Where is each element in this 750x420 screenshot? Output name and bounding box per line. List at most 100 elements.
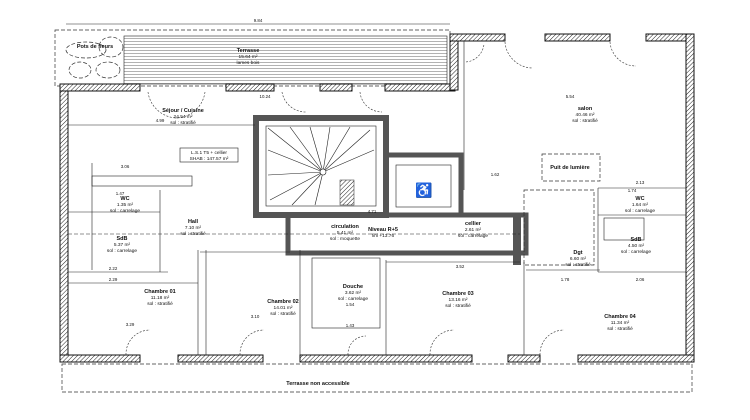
dimension-label: 2.13 (636, 180, 645, 185)
room-area: 5.37 m² (114, 242, 131, 248)
room-name: Puit de lumière (550, 165, 589, 171)
dimension-label: 4.99 (156, 118, 165, 123)
dimension-labels: 9.8410.244.995.543.061.472.222.293.293.1… (109, 18, 645, 328)
dimension-label: 3.10 (251, 314, 260, 319)
room-name: Chambre 01 (144, 289, 176, 295)
dimension-label: 3.06 (121, 164, 130, 169)
unit-summary-box: L.S.1 T5 + cellier SHAB : 147.57 m² (179, 147, 239, 163)
room-floor: sol : moquette (330, 236, 360, 242)
accessibility-icon: ♿ (415, 182, 432, 199)
room-name: Chambre 02 (267, 299, 299, 305)
dimension-label: 3.29 (126, 322, 135, 327)
cellier-wall (513, 215, 521, 265)
room-name: circulation (331, 224, 359, 230)
room-name: Douche (343, 284, 363, 290)
room-area: 6.60 m² (570, 256, 587, 262)
room-floor: sol : stratifié (170, 120, 196, 126)
level-elevation: fini +13.76 (372, 233, 395, 239)
room-floor: sol : stratifié (445, 303, 471, 309)
room-area: 1.35 m² (117, 202, 134, 208)
room-pots: Pots de fleurs (77, 44, 113, 50)
room-name: WC (120, 196, 129, 202)
room-area: 40.46 m² (576, 112, 595, 118)
room-name: salon (578, 106, 593, 112)
room-name: Séjour / Cuisine (162, 108, 204, 114)
exterior-walls (59, 33, 695, 363)
dimension-label: 5.54 (566, 94, 575, 99)
room-puits: Puit de lumière (550, 165, 589, 171)
level-label: Niveau R+5 fini +13.76 (368, 227, 398, 239)
dimension-label: 4.71 (368, 209, 377, 214)
spiral-stair (267, 126, 375, 206)
dimension-label: 1.47 (116, 191, 125, 196)
room-floor: sol : carrelage (107, 248, 137, 254)
dimension-label: 2.29 (109, 277, 118, 282)
room-name: Chambre 04 (604, 314, 636, 320)
room-floor: sol : stratifié (180, 231, 206, 237)
dimension-label: 2.06 (636, 277, 645, 282)
room-area: 14.01 m² (274, 305, 293, 311)
unit-title: L.S.1 T5 + cellier (191, 150, 227, 156)
room-name: WC (635, 196, 644, 202)
room-name: Terrasse non accessible (286, 381, 350, 387)
dimension-label: 1.43 (346, 323, 355, 328)
room-area: 2.61 m² (465, 227, 482, 233)
room-floor: sol : stratifié (607, 326, 633, 332)
room-name: Pots de fleurs (77, 44, 113, 50)
dimension-label: 1.62 (491, 172, 500, 177)
room-floor: sol : carrelage (110, 208, 140, 214)
room-area: 3.62 m² (345, 290, 362, 296)
room-area: 1.64 m² (632, 202, 649, 208)
dimension-label: 3.52 (456, 264, 465, 269)
room-area: 11.18 m² (151, 295, 170, 301)
room-floor: lames bois (237, 60, 261, 66)
room-area: 15.64 m² (239, 54, 258, 60)
room-name: Chambre 03 (442, 291, 474, 297)
room-name: Dgt (573, 250, 582, 256)
door-swings (125, 41, 637, 356)
room-floor: sol : carrelage (338, 296, 368, 302)
room-name: cellier (465, 221, 482, 227)
dimension-label: 1.78 (561, 277, 570, 282)
room-floor: sol : carrelage (625, 208, 655, 214)
room-name: SdB (117, 236, 128, 242)
room-area: 24.54 m² (174, 114, 193, 120)
room-area: 13.16 m² (449, 297, 468, 303)
interior-partitions (68, 41, 686, 355)
dimension-label: 2.22 (109, 266, 118, 271)
room-floor: sol : stratifié (565, 262, 591, 268)
stair-core: ♿ (253, 115, 464, 218)
room-area: 4.50 m² (628, 243, 645, 249)
room-floor: sol : stratifié (270, 311, 296, 317)
unit-shab: SHAB : 147.57 m² (190, 156, 229, 162)
room-name: Terrasse (237, 48, 260, 54)
dimension-label: 1.54 (346, 302, 355, 307)
terrace-top (54, 23, 451, 87)
skylight (541, 153, 601, 182)
room-terrasse_na: Terrasse non accessible (286, 381, 350, 387)
room-floor: sol : stratifié (147, 301, 173, 307)
terrace-bottom (61, 363, 693, 393)
room-area: 11.34 m² (611, 320, 630, 326)
level-name: Niveau R+5 (368, 227, 398, 233)
room-name: Hall (188, 219, 199, 225)
room-floor: sol : carrelage (458, 233, 488, 239)
room-floor: sol : carrelage (621, 249, 651, 255)
room-name: SdB (631, 237, 642, 243)
